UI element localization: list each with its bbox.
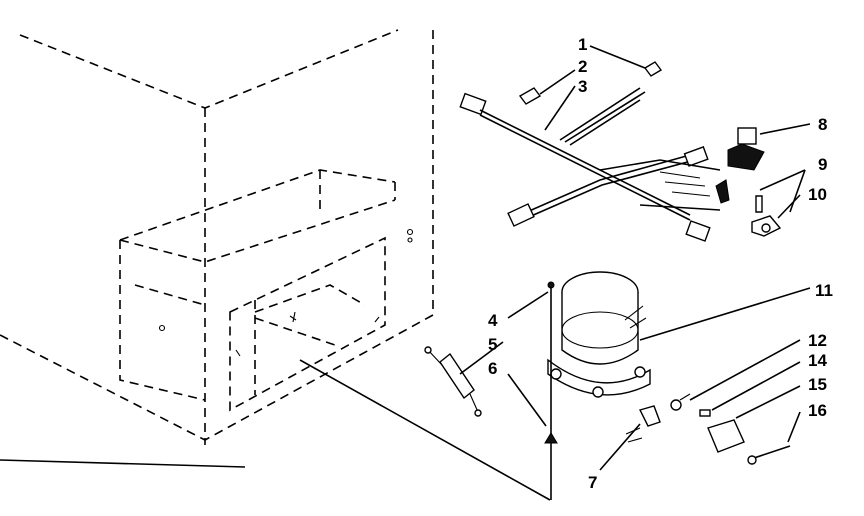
callout-7: 7: [588, 473, 597, 492]
callout-8: 8: [818, 115, 827, 134]
callout-16: 16: [808, 401, 827, 420]
callout-4: 4: [488, 311, 498, 330]
callout-5: 5: [488, 335, 497, 354]
part-7-overload: [625, 405, 661, 443]
part-5-drier: [424, 346, 482, 417]
callout-10: 10: [808, 185, 827, 204]
part-6-grommet: [544, 432, 558, 444]
part-16-bracket: [747, 445, 791, 465]
callout-12: 12: [808, 331, 827, 350]
callout-1: 1: [578, 35, 587, 54]
wiring-harness: [459, 87, 721, 242]
callout-11: 11: [815, 281, 833, 300]
part-14-clip: [699, 409, 711, 417]
part-4-tube: [547, 281, 555, 500]
callout-15: 15: [808, 375, 827, 394]
compressor: [547, 271, 651, 398]
part-9-screws: [715, 179, 763, 213]
floor-line: [0, 459, 246, 468]
part-8-relay: [727, 127, 765, 171]
callout-6: 6: [488, 359, 497, 378]
part-12-terminal: [670, 393, 691, 411]
refrigerator-cabinet-outline: [0, 29, 551, 501]
callout-labels: 1 2 3 4 5 6 7 8 9 10 11 12 14 15 16: [488, 35, 833, 492]
part-15-cover: [707, 419, 745, 453]
leader-lines: [459, 45, 811, 471]
part-10-clip: [751, 215, 782, 237]
part-1-plug: [643, 61, 663, 77]
callout-3: 3: [578, 77, 587, 96]
callout-14: 14: [808, 351, 827, 370]
part-2-connector: [518, 87, 542, 105]
callout-9: 9: [818, 155, 827, 174]
callout-2: 2: [578, 57, 587, 76]
